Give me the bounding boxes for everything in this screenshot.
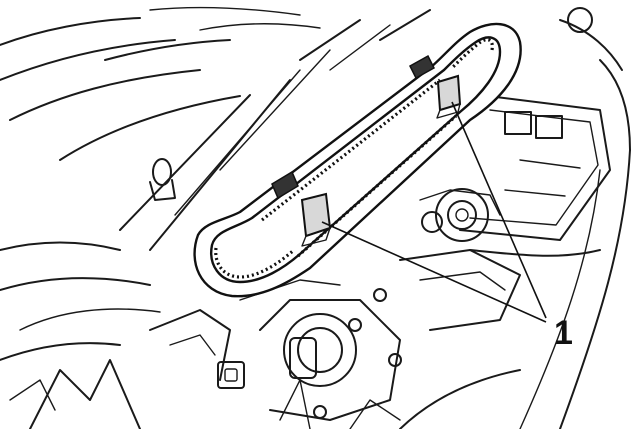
callout-leaders: [321, 101, 547, 323]
drive-belt: [193, 22, 522, 298]
belt-clip-lower: [271, 170, 332, 247]
belt-clip-upper: [409, 54, 462, 119]
callout-label-1: 1: [554, 314, 573, 352]
engine-linework: [0, 6, 631, 429]
